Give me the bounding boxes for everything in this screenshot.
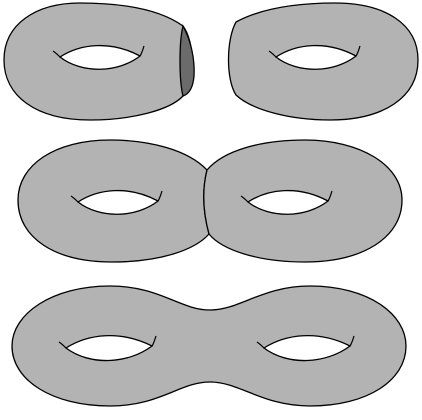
row-double-torus: [12, 286, 406, 406]
row-glued-tori: [18, 140, 402, 262]
cut-face: [180, 26, 194, 96]
row-cut-tori: [4, 3, 418, 120]
